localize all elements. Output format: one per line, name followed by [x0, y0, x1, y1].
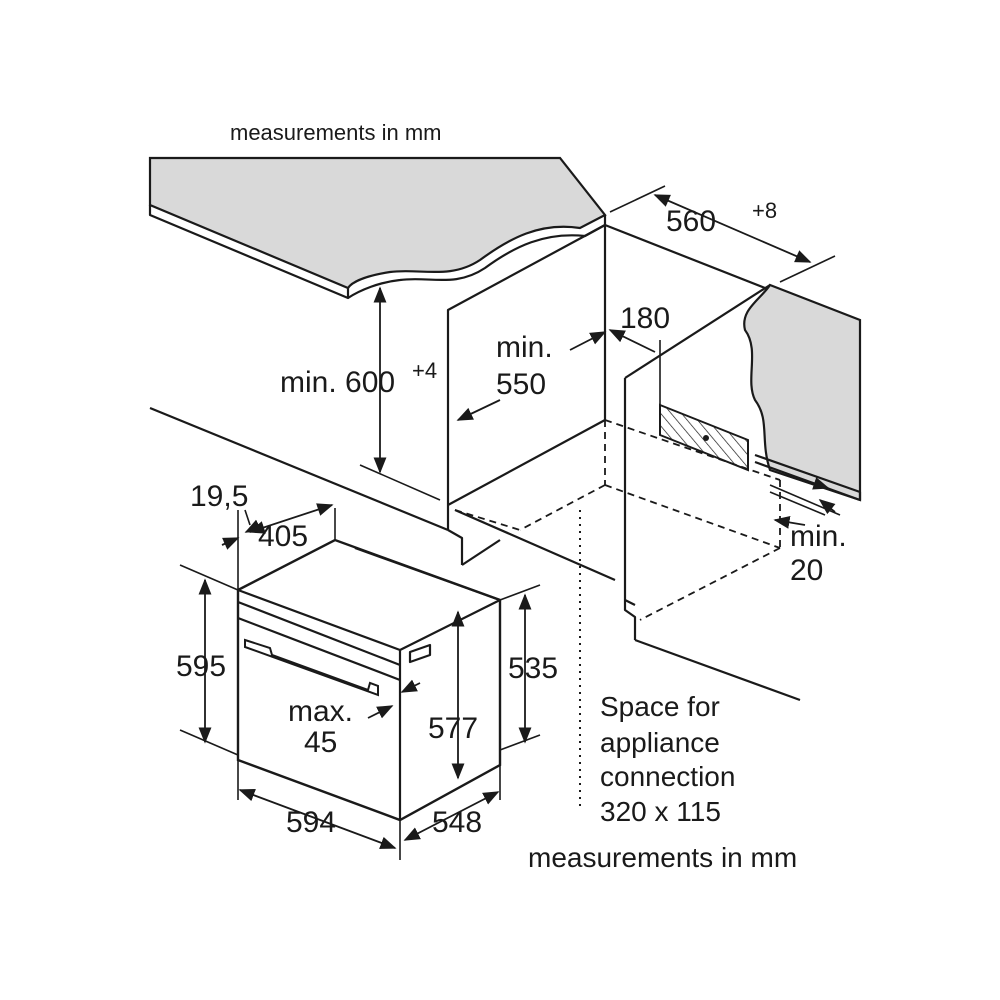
dim-bottom-gap-value: 20: [790, 554, 823, 587]
dim-niche-height-tol: +4: [412, 358, 437, 383]
dim-bottom-gap-label: min.: [790, 520, 847, 553]
connection-note-line-3: connection: [600, 761, 735, 792]
connection-note-line-4: 320 x 115: [600, 796, 721, 827]
dim-niche-width-tol: +8: [752, 198, 777, 223]
connection-box: [579, 340, 749, 810]
footer-note: measurements in mm: [528, 842, 797, 873]
dim-oven-depth: 548: [432, 806, 482, 839]
dim-niche-depth-label: min.: [496, 331, 553, 364]
countertop-left: [148, 156, 607, 300]
dim-niche-depth-value: 550: [496, 368, 546, 401]
dim-oven-inner-height: 577: [428, 712, 478, 745]
dim-oven-body-height: 535: [508, 652, 558, 685]
dim-niche-height: min. 600: [280, 366, 395, 399]
oven: [236, 538, 502, 822]
dim-rear-gap: 180: [620, 302, 670, 335]
dim-niche-width: 560: [666, 205, 716, 238]
dim-front-offset: 19,5: [190, 480, 248, 513]
dim-panel-depth: 405: [258, 520, 308, 553]
dim-handle-value: 45: [304, 726, 337, 759]
header-note: measurements in mm: [230, 120, 442, 145]
dim-oven-height: 595: [176, 650, 226, 683]
connection-note-line-1: Space for: [600, 691, 720, 722]
cabinet-right: [604, 223, 862, 702]
dim-oven-width: 594: [286, 806, 336, 839]
connection-note-line-2: appliance: [600, 727, 720, 758]
dim-handle-label: max.: [288, 695, 353, 728]
cabinet-left-panel: [149, 224, 616, 582]
niche-outline: [454, 419, 781, 621]
dimension-lines: [179, 185, 841, 860]
